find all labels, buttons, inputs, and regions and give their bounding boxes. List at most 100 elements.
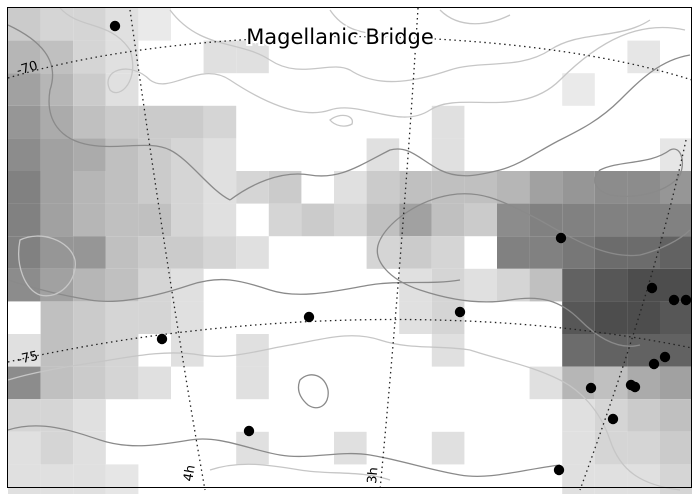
- ra-line-2h: [579, 139, 687, 491]
- density-cell: [529, 236, 563, 269]
- contour-light: [169, 9, 651, 83]
- density-cell: [562, 399, 595, 432]
- density-cell: [73, 399, 106, 432]
- density-cell: [627, 40, 660, 74]
- density-cell: [203, 171, 237, 204]
- density-cell: [8, 171, 41, 204]
- density-cell: [171, 105, 204, 139]
- density-cell: [73, 366, 106, 400]
- density-cell: [40, 203, 74, 237]
- density-cell: [464, 203, 497, 237]
- density-cell: [73, 236, 106, 269]
- density-cell: [660, 301, 692, 334]
- source-marker: [668, 294, 680, 306]
- contour-light: [209, 463, 391, 481]
- density-cell: [562, 431, 595, 465]
- density-cell: [73, 203, 106, 237]
- dec-line-75: [7, 318, 692, 363]
- density-cell: [40, 301, 74, 334]
- contour-dark: [7, 425, 561, 478]
- density-cell: [497, 171, 530, 204]
- density-cell: [8, 464, 41, 497]
- source-marker: [303, 311, 315, 323]
- density-cell: [627, 301, 660, 334]
- density-cell: [73, 171, 106, 204]
- density-cell: [594, 366, 628, 400]
- contour-dark: [376, 239, 641, 347]
- density-cell: [105, 73, 139, 106]
- density-cell: [40, 431, 74, 465]
- density-cell: [40, 366, 74, 400]
- density-cell: [366, 138, 400, 171]
- density-cell: [138, 171, 171, 204]
- density-cell: [138, 203, 171, 237]
- density-cell: [40, 171, 74, 204]
- dec-label-75: -75: [16, 349, 40, 368]
- density-cell: [40, 73, 74, 106]
- density-cell: [105, 105, 139, 139]
- density-cell: [105, 236, 139, 269]
- source-marker: [585, 382, 597, 394]
- density-cell: [105, 366, 139, 400]
- density-cell: [431, 138, 465, 171]
- density-cell: [236, 40, 269, 74]
- density-cell: [627, 431, 660, 465]
- density-cell: [660, 399, 692, 432]
- density-cell: [366, 236, 400, 269]
- density-cell: [171, 203, 204, 237]
- density-cell: [8, 236, 41, 269]
- source-markers: [109, 20, 692, 476]
- density-cell: [399, 301, 432, 334]
- ra-label-4h: 4h: [181, 464, 199, 483]
- density-cell: [73, 268, 106, 302]
- contour-dark: [229, 54, 691, 201]
- contour-light: [469, 349, 681, 491]
- density-cell: [594, 464, 628, 497]
- density-cell: [627, 203, 660, 237]
- density-cell: [431, 301, 465, 334]
- density-cell: [40, 464, 74, 497]
- density-cell: [8, 138, 41, 171]
- density-cell: [73, 73, 106, 106]
- density-cell: [203, 138, 237, 171]
- density-cell: [105, 268, 139, 302]
- density-cell: [203, 236, 237, 269]
- density-cell: [529, 366, 563, 400]
- density-cell: [529, 268, 563, 302]
- density-cell: [562, 464, 595, 497]
- density-cell: [464, 268, 497, 302]
- density-cell: [138, 268, 171, 302]
- density-cell: [171, 268, 204, 302]
- density-cell: [8, 366, 41, 400]
- density-cell: [8, 40, 41, 74]
- contour-light: [329, 114, 353, 127]
- density-cell: [203, 40, 237, 74]
- source-marker: [243, 425, 255, 437]
- density-cell: [660, 366, 692, 400]
- density-cell: [105, 464, 139, 497]
- density-cell: [497, 268, 530, 302]
- density-cell: [497, 203, 530, 237]
- ra-line-4h: [129, 9, 206, 491]
- density-cell: [529, 171, 563, 204]
- density-cell: [399, 171, 432, 204]
- source-marker: [454, 306, 466, 318]
- density-cell: [497, 236, 530, 269]
- source-marker: [659, 351, 671, 363]
- density-cell: [171, 171, 204, 204]
- source-marker: [553, 464, 565, 476]
- ra-label-3h: 3h: [365, 467, 381, 485]
- source-marker: [648, 358, 660, 370]
- density-cell: [138, 8, 171, 41]
- density-cell: [73, 301, 106, 334]
- density-cell: [40, 8, 74, 41]
- ra-line-3h: [379, 7, 419, 491]
- density-cell: [594, 203, 628, 237]
- density-cell: [268, 203, 302, 237]
- density-cell: [562, 268, 595, 302]
- chart-title: Magellanic Bridge: [246, 25, 434, 49]
- density-cell: [40, 236, 74, 269]
- density-cell: [562, 171, 595, 204]
- contour-light: [59, 7, 686, 118]
